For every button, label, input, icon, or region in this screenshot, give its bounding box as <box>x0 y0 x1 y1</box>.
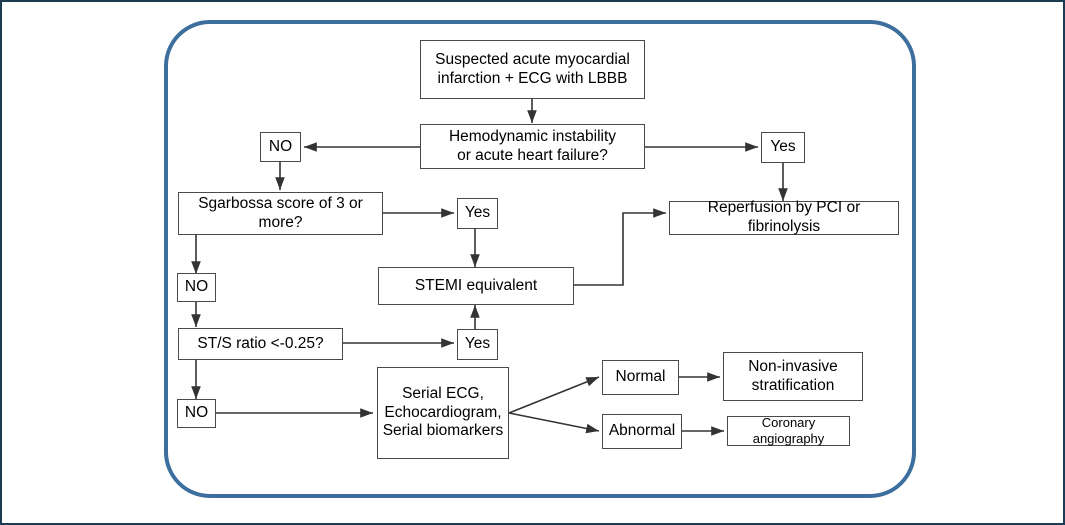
node-abnormal[interactable]: Abnormal <box>602 414 682 449</box>
edge-stemi-to-reperfusion <box>574 208 666 286</box>
node-coronary-angiography[interactable]: Coronary angiography <box>727 415 850 446</box>
node-stemi-equivalent[interactable]: STEMI equivalent <box>378 267 574 305</box>
node-no-3-label: NO <box>184 404 209 422</box>
node-suspected-ami-label: Suspected acute myocardial infarction + … <box>435 50 630 87</box>
node-yes-top-right-label: Yes <box>770 138 796 156</box>
node-sgarbossa-label: Sgarbossa score of 3 or more? <box>198 194 363 231</box>
rounded-blue-frame <box>164 20 916 498</box>
node-normal[interactable]: Normal <box>602 360 679 395</box>
node-no-1[interactable]: NO <box>260 132 301 162</box>
node-non-invasive-stratification[interactable]: Non-invasive stratification <box>723 352 863 401</box>
node-st-s-ratio[interactable]: ST/S ratio <-0.25? <box>178 328 343 360</box>
node-st-s-ratio-label: ST/S ratio <-0.25? <box>197 334 324 352</box>
node-hemodynamic-instability[interactable]: Hemodynamic instability or acute heart f… <box>420 124 645 169</box>
node-yes-sgarbossa-label: Yes <box>464 204 491 222</box>
node-no-3[interactable]: NO <box>177 399 216 428</box>
node-yes-sgarbossa[interactable]: Yes <box>457 198 498 229</box>
node-coronary-angiography-label: Coronary angiography <box>752 415 825 446</box>
node-sgarbossa-score[interactable]: Sgarbossa score of 3 or more? <box>178 192 383 235</box>
node-no-2[interactable]: NO <box>177 273 216 302</box>
node-reperfusion-label: Reperfusion by PCI or fibrinolysis <box>707 199 861 235</box>
node-yes-st-s-ratio[interactable]: Yes <box>457 329 498 360</box>
node-no-2-label: NO <box>184 278 209 296</box>
edge-serial-to-abnormal <box>508 412 600 434</box>
node-yes-top-right[interactable]: Yes <box>761 132 805 163</box>
node-stemi-equivalent-label: STEMI equivalent <box>414 276 538 294</box>
node-no-1-label: NO <box>268 137 293 155</box>
node-serial-tests-label: Serial ECG, Echocardiogram, Serial bioma… <box>382 384 504 440</box>
node-normal-label: Normal <box>615 368 666 386</box>
node-serial-tests[interactable]: Serial ECG, Echocardiogram, Serial bioma… <box>377 367 509 459</box>
edge-serial-to-normal <box>508 376 600 414</box>
node-hemodynamic-label: Hemodynamic instability or acute heart f… <box>448 127 617 164</box>
node-suspected-ami[interactable]: Suspected acute myocardial infarction + … <box>420 40 645 99</box>
node-abnormal-label: Abnormal <box>608 422 676 440</box>
node-yes-st-s-ratio-label: Yes <box>464 335 491 353</box>
node-non-invasive-label: Non-invasive stratification <box>748 357 838 394</box>
node-reperfusion[interactable]: Reperfusion by PCI or fibrinolysis <box>669 199 899 235</box>
